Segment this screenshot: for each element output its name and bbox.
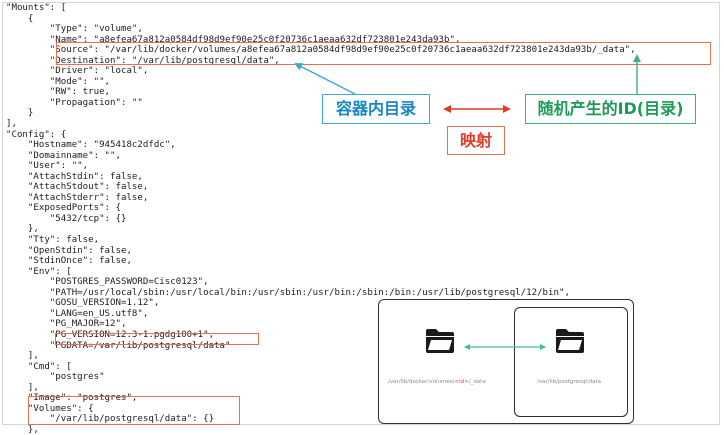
code-line: "RW": true, (6, 87, 111, 98)
docker-inspect-json: "Mounts": [ { "Type": "volume", "Name": … (6, 3, 636, 435)
code-line: "Hostname": "945418c2dfdc", (6, 140, 176, 151)
code-line: ], (6, 351, 39, 362)
container-path-label: /var/lib/postgresql/data (537, 379, 602, 385)
code-line: "User": "", (6, 161, 89, 172)
host-path-id: <id> (454, 379, 469, 385)
folder-icon (426, 329, 454, 353)
pgdata-highlight (55, 333, 259, 345)
code-line: "PATH=/usr/local/sbin:/usr/local/bin:/us… (6, 287, 570, 298)
code-line: "PG_VERSION=12.3-1.pgdg100+1", (6, 329, 215, 340)
code-line: "Config": { (6, 129, 67, 140)
code-line: "Image": "postgres", (6, 393, 138, 404)
code-line: "Mounts": [ (6, 3, 67, 13)
code-line: "OpenStdin": false, (6, 245, 132, 256)
mapping-line (464, 344, 546, 350)
code-line: }, (6, 424, 39, 435)
volumes-highlight (28, 396, 240, 425)
code-line: ], (6, 382, 39, 393)
code-line: "PG_MAJOR=12", (6, 319, 127, 330)
volume-mapping-diagram: /var/lib/docker/volumes/<id>/_data /var/… (378, 299, 634, 424)
container-box (514, 307, 628, 417)
random-id-callout: 随机产生的ID(目录) (525, 94, 696, 124)
code-line: "ExposedPorts": { (6, 203, 121, 214)
code-line: "Tty": false, (6, 235, 100, 246)
code-line: "POSTGRES_PASSWORD=Cisc0123", (6, 277, 209, 288)
code-line: "AttachStdin": false, (6, 171, 143, 182)
code-line: } (6, 108, 34, 119)
code-line: "Env": [ (6, 266, 72, 277)
code-line: ], (6, 119, 17, 130)
code-line: "StdinOnce": false, (6, 256, 132, 267)
code-line: "Propagation": "" (6, 97, 143, 108)
code-line: "GOSU_VERSION=1.12", (6, 298, 160, 309)
container-dir-label: 容器内目录 (335, 99, 416, 118)
code-line: "Cmd": [ (6, 361, 72, 372)
code-line: "AttachStdout": false, (6, 182, 149, 193)
code-line: { (6, 13, 34, 24)
code-line: "postgres" (6, 372, 105, 383)
source-destination-highlight (56, 42, 711, 65)
code-line: }, (6, 224, 39, 235)
code-line: "Driver": "local", (6, 66, 149, 77)
code-line: "Volumes": { (6, 403, 94, 414)
code-line: "Source": "/var/lib/docker/volumes/a8efe… (6, 45, 636, 56)
code-line: "Destination": "/var/lib/postgresql/data… (6, 55, 280, 66)
code-line: "PGDATA=/var/lib/postgresql/data" (6, 340, 231, 351)
code-line: "AttachStderr": false, (6, 192, 149, 203)
mapping-label: 映射 (459, 130, 492, 150)
code-line: "Name": "a8efea67a812a0584df98d9ef90e25c… (6, 34, 461, 45)
folder-icon (556, 329, 584, 353)
code-line: "Domainname": "", (6, 150, 121, 161)
code-line: "Type": "volume", (6, 24, 143, 35)
code-line: "5432/tcp": {} (6, 213, 127, 224)
host-path-label: /var/lib/docker/volumes/<id>/_data (388, 379, 486, 385)
random-id-label: 随机产生的ID(目录) (537, 99, 684, 118)
code-line: "Mode": "", (6, 76, 111, 87)
container-dir-callout: 容器内目录 (322, 94, 430, 124)
code-line: "LANG=en_US.utf8", (6, 308, 149, 319)
code-line: "/var/lib/postgresql/data": {} (6, 414, 215, 425)
mapping-callout: 映射 (447, 126, 505, 155)
